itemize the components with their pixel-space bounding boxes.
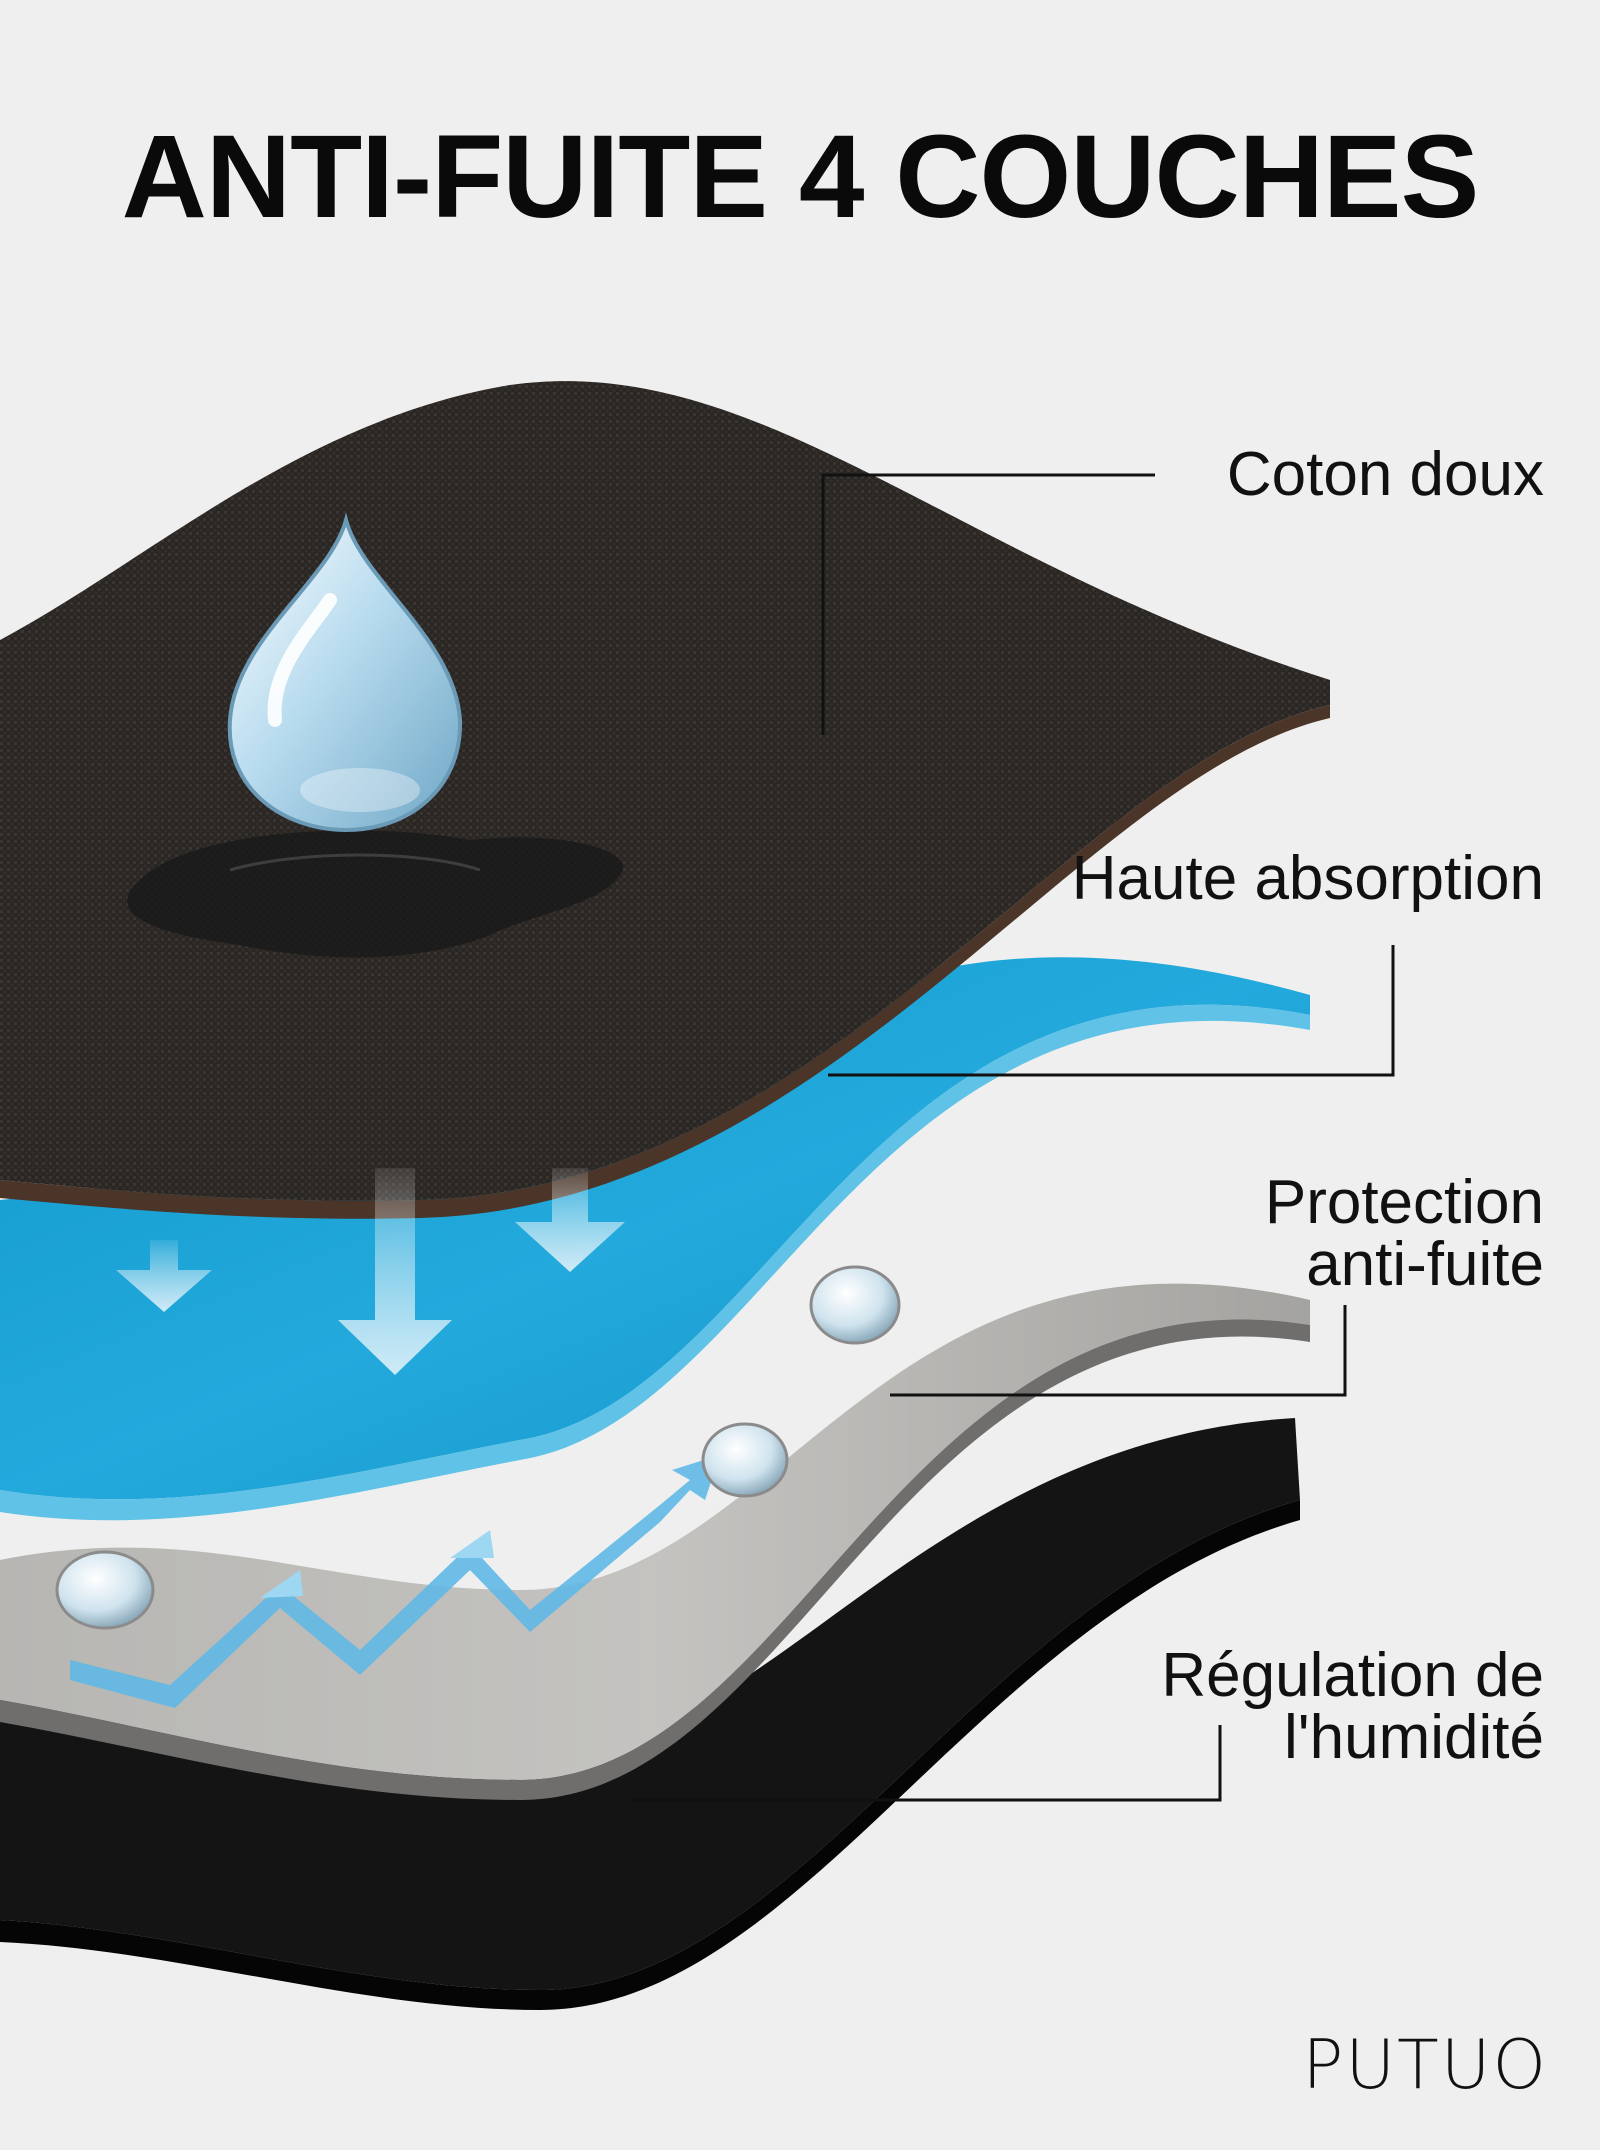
brand-logo: PUTUO xyxy=(1302,2026,1548,2105)
water-drop-icon xyxy=(227,512,463,833)
label-haute-absorption: Haute absorption xyxy=(1071,844,1544,913)
label-protection-anti-fuite: Protection anti-fuite xyxy=(1264,1168,1544,1299)
layer-haute-absorption xyxy=(0,957,1310,1521)
layer-regulation-humidite xyxy=(0,1418,1300,2010)
page-title: ANTI-FUITE 4 COUCHES xyxy=(121,111,1480,243)
water-bead-icon xyxy=(55,1265,901,1630)
zigzag-arrow-icon xyxy=(70,1455,720,1708)
arrow-down-icon xyxy=(116,1168,625,1375)
layer-coton-doux xyxy=(0,381,1330,1219)
layer-protection-anti-fuite xyxy=(0,1283,1310,1800)
callout-leader-lines xyxy=(630,473,1395,1802)
label-coton-doux: Coton doux xyxy=(1226,440,1544,509)
label-regulation-humidite: Régulation de l'humidité xyxy=(1161,1641,1544,1772)
water-puddle-icon xyxy=(127,830,624,958)
